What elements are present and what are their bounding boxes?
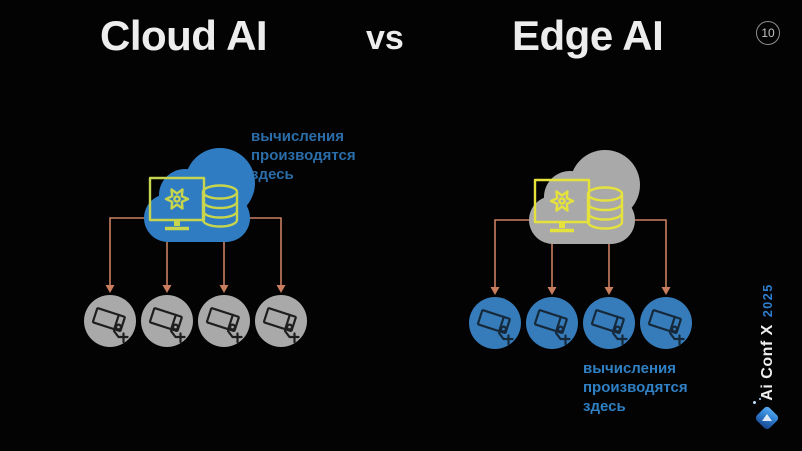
conference-year: 2025 bbox=[761, 283, 775, 318]
sparkle-icon bbox=[759, 398, 761, 400]
camera-icon bbox=[139, 293, 195, 349]
title-cloud-ai: Cloud AI bbox=[100, 12, 268, 59]
page-number-badge: 10 bbox=[756, 21, 780, 45]
database-icon bbox=[586, 186, 624, 230]
camera-icon bbox=[82, 293, 138, 349]
database-icon bbox=[201, 184, 239, 228]
compute-icons bbox=[533, 178, 624, 233]
camera-icon bbox=[196, 293, 252, 349]
gear-icon bbox=[549, 190, 575, 212]
edge-ai-diagram bbox=[467, 150, 694, 351]
logo-triangle-icon bbox=[762, 414, 772, 421]
camera-icon bbox=[253, 293, 309, 349]
edge-compute-label: вычисления производятся здесь bbox=[583, 360, 688, 415]
cloud-compute-label: вычисления производятся здесь bbox=[251, 128, 356, 183]
title-vs: vs bbox=[366, 19, 404, 57]
camera-icon bbox=[581, 295, 637, 351]
gear-icon bbox=[164, 188, 190, 210]
title-edge-ai: Edge AI bbox=[512, 12, 664, 59]
page-number: 10 bbox=[761, 26, 775, 40]
ai-conf-logo-icon bbox=[753, 398, 780, 431]
cloud-shape bbox=[144, 148, 255, 242]
camera-devices bbox=[467, 295, 694, 351]
conference-branding: Ai Conf X 2025 bbox=[758, 283, 778, 401]
cloud-ai-diagram bbox=[82, 148, 309, 349]
compute-icons bbox=[148, 176, 239, 231]
camera-icon bbox=[524, 295, 580, 351]
conference-name: Ai Conf X bbox=[759, 324, 776, 401]
camera-icon bbox=[638, 295, 694, 351]
sparkle-icon bbox=[753, 401, 756, 404]
camera-devices bbox=[82, 293, 309, 349]
cloud-shape bbox=[529, 150, 640, 244]
camera-icon bbox=[467, 295, 523, 351]
